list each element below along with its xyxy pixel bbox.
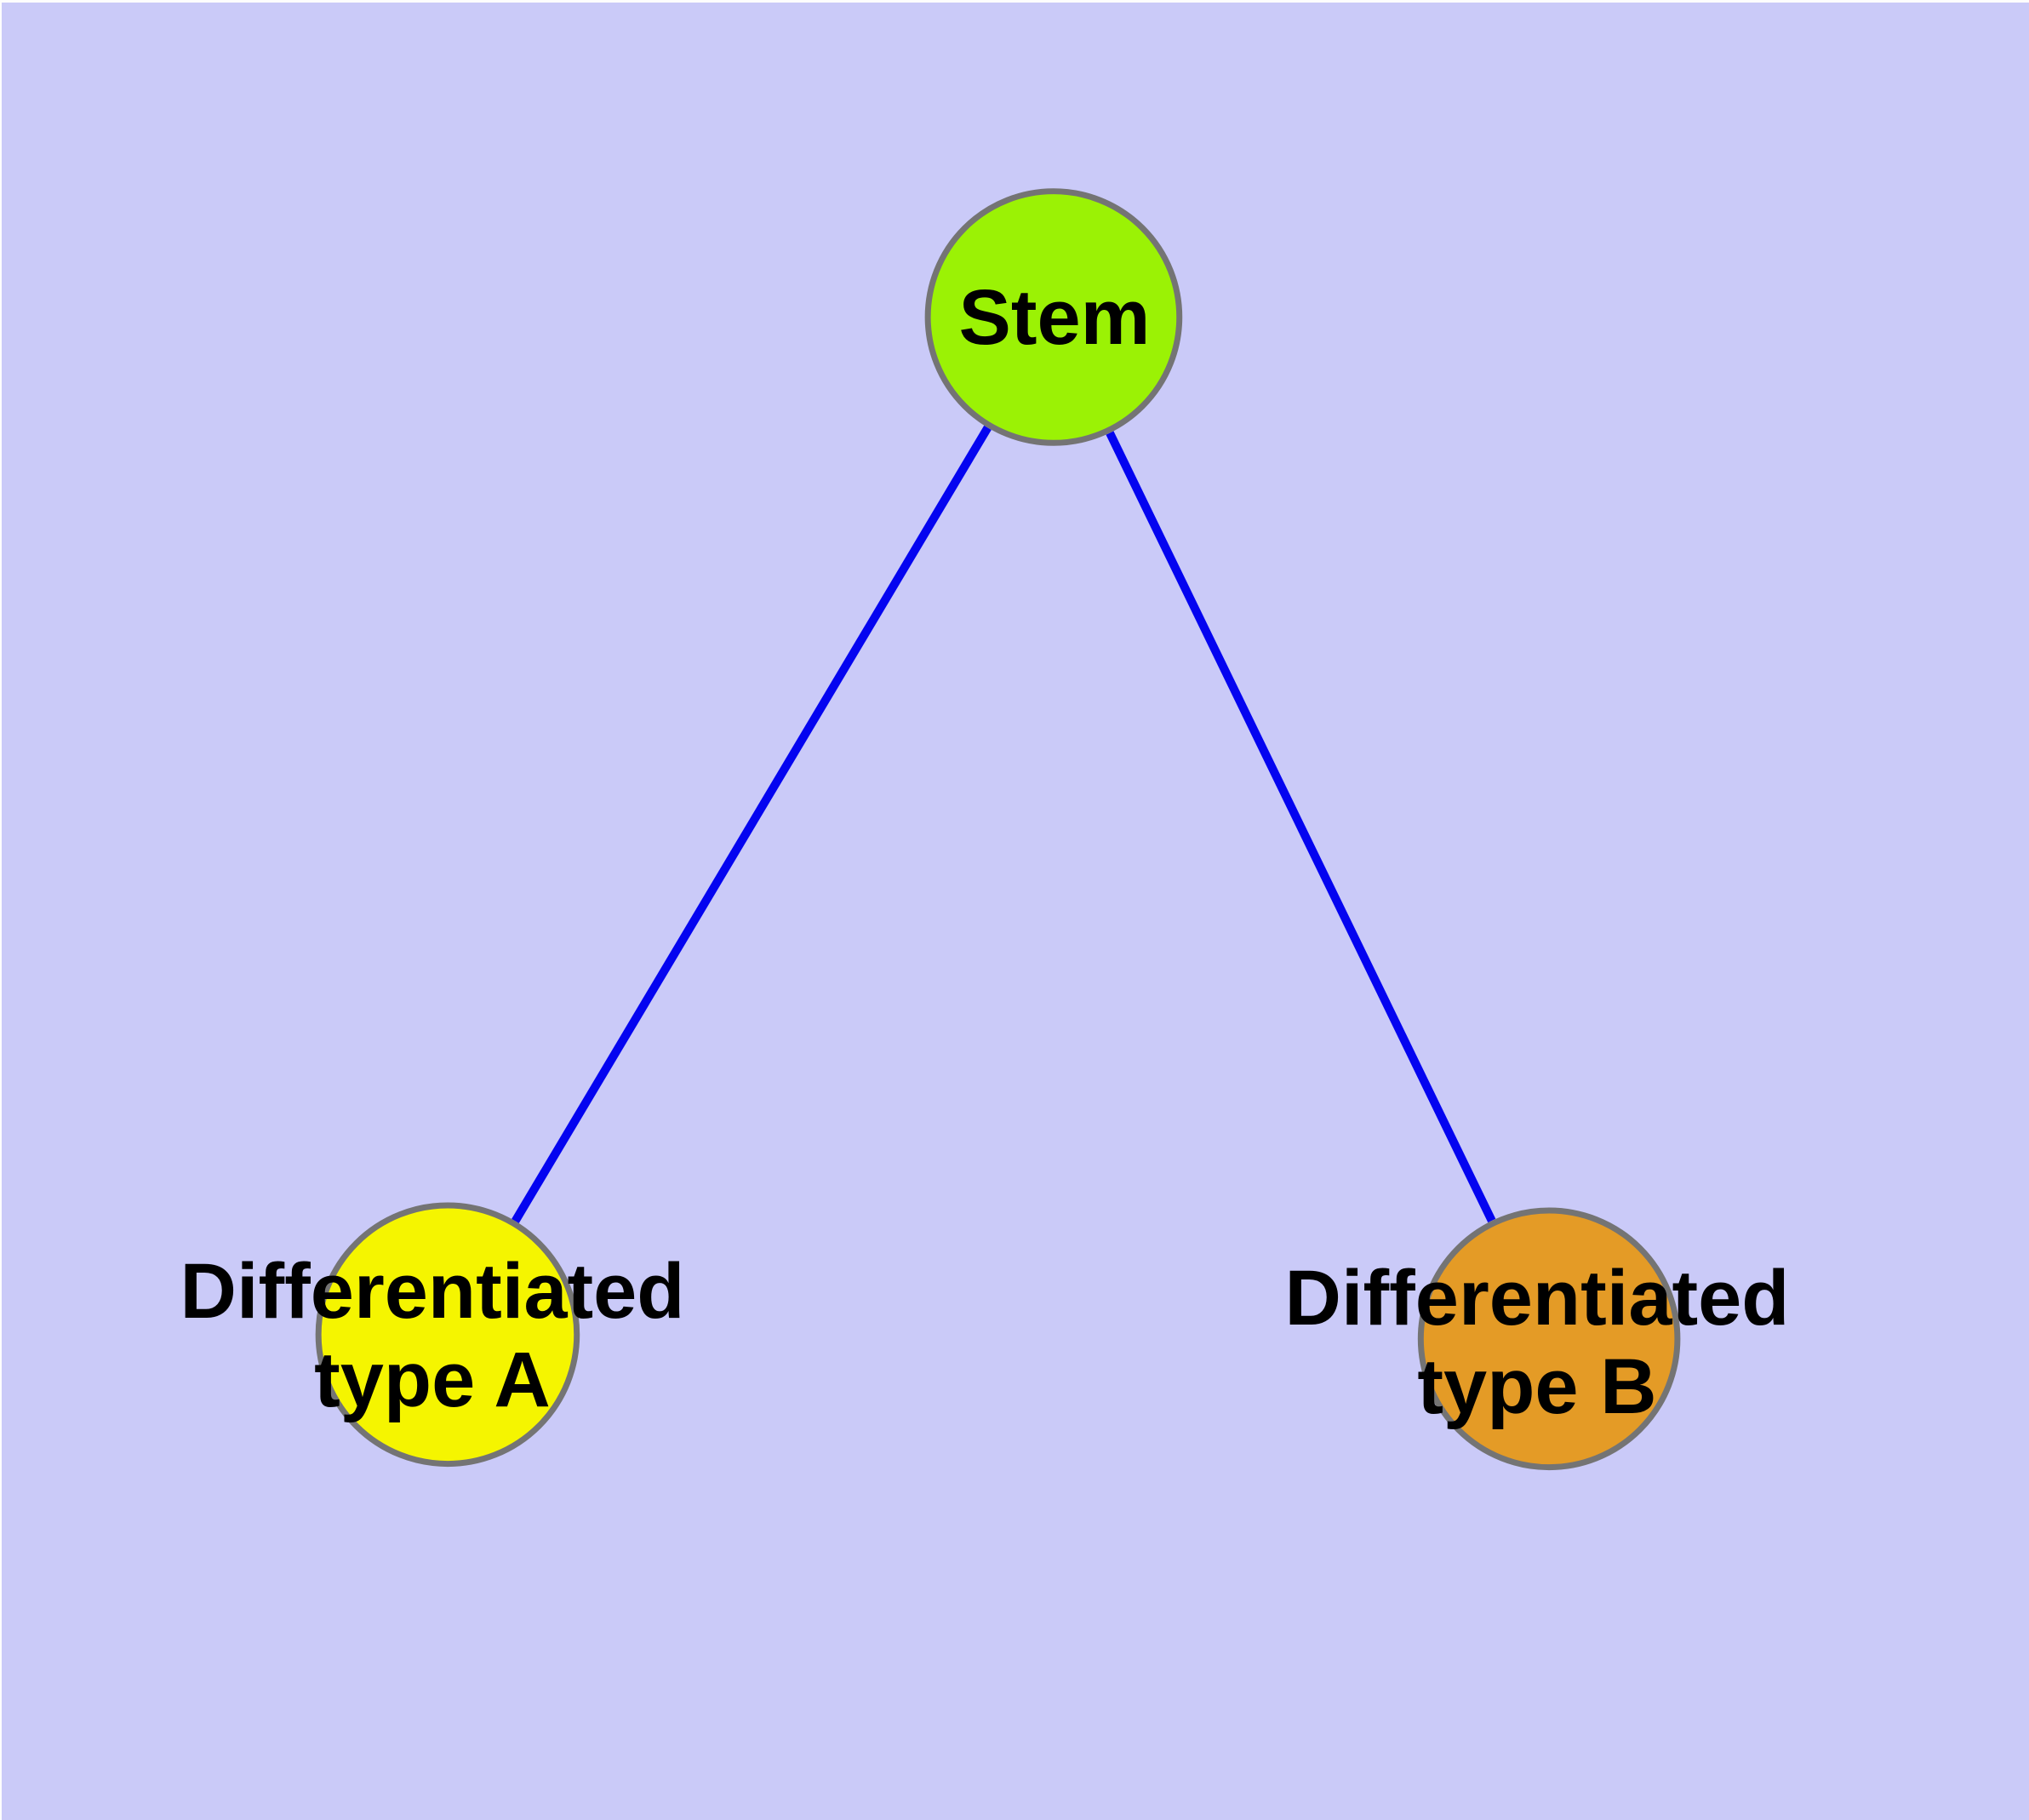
- node-circle-stem: [924, 188, 1183, 446]
- node-circle-type-b: [1417, 1207, 1681, 1471]
- diagram-svg: [315, 188, 1681, 1471]
- edge-stem-type-a: [512, 425, 992, 1223]
- node-circle-type-a: [315, 1202, 580, 1468]
- edge-stem-type-b: [1106, 431, 1496, 1223]
